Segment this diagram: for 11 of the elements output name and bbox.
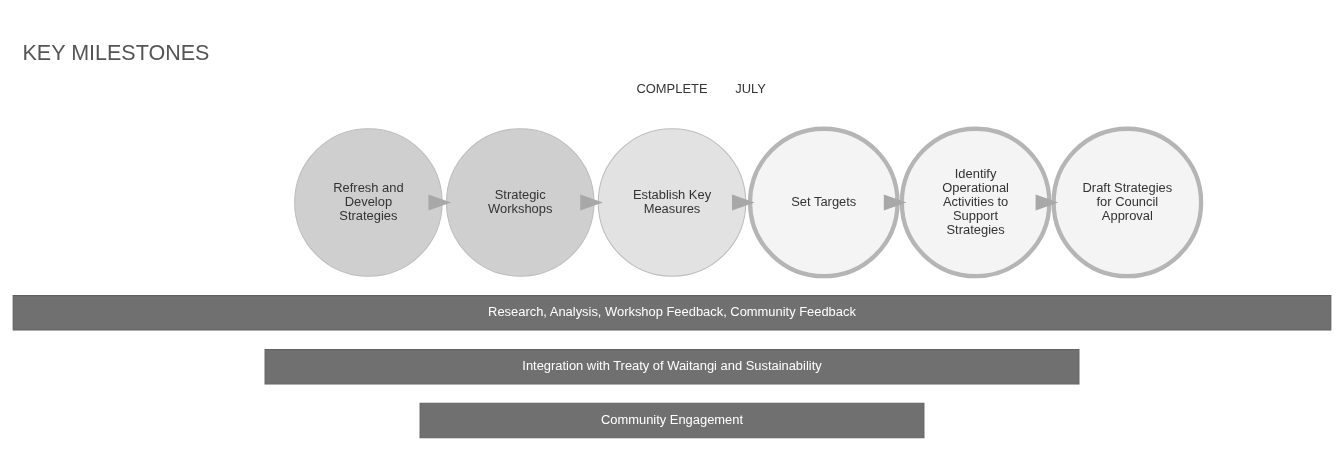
label: JULY [735, 80, 766, 96]
arrow [883, 194, 907, 210]
node-box: Integration with Treaty of Waitangi and Sustainability [264, 348, 1080, 384]
label: COMPLETE [636, 80, 708, 96]
node-box: Community Engagement [419, 402, 925, 438]
node-box: Research, Analysis, Workshop Feedback, Community Feedback [12, 294, 1332, 331]
diagram-title: KEY MILESTONES [22, 40, 210, 65]
arrow [580, 194, 603, 210]
arrow [428, 194, 452, 210]
arrow [1035, 194, 1059, 210]
arrow [732, 194, 755, 210]
